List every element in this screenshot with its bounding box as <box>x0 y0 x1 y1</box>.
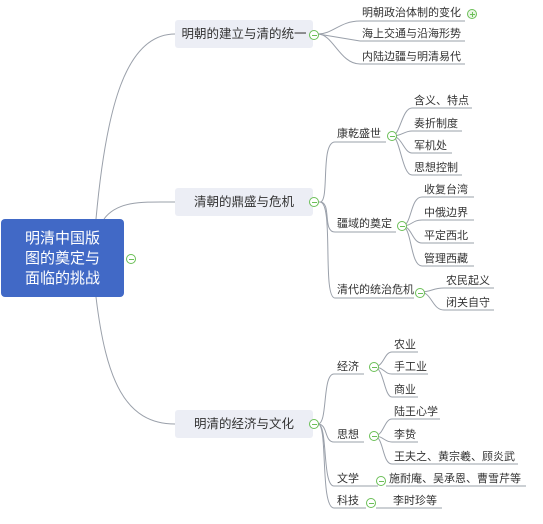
leaf-kangqian-4[interactable]: 思想控制 <box>414 161 458 174</box>
group-economy[interactable]: 经济 <box>337 360 359 373</box>
root-title-line-2: 图的奠定与 <box>24 249 100 267</box>
leaf-territory-2[interactable]: 中俄边界 <box>424 206 468 219</box>
root-topic[interactable]: 明清中国版 图的奠定与 面临的挑战 <box>1 219 124 297</box>
root-collapse-minus-circle-icon[interactable] <box>126 254 136 264</box>
branch-2-collapse-minus-circle-icon[interactable] <box>309 197 319 207</box>
leaf-crisis-1[interactable]: 农民起义 <box>446 274 490 287</box>
branch-1-collapse-minus-circle-icon[interactable] <box>309 30 319 40</box>
group-thought[interactable]: 思想 <box>337 428 359 441</box>
group-thought-minus-circle-icon[interactable] <box>369 431 379 441</box>
leaf-crisis-2[interactable]: 闭关自守 <box>446 296 490 309</box>
group-kangqian[interactable]: 康乾盛世 <box>337 127 381 140</box>
branch-3-collapse-minus-circle-icon[interactable] <box>309 419 319 429</box>
leaf-thought-2[interactable]: 李贽 <box>394 428 416 441</box>
leaf-science-1[interactable]: 李时珍等 <box>393 494 437 507</box>
leaf-maritime[interactable]: 海上交通与沿海形势 <box>362 27 461 40</box>
leaf-literature-1[interactable]: 施耐庵、吴承恩、曹雪芹等 <box>389 472 521 485</box>
leaf-economy-2[interactable]: 手工业 <box>394 360 427 373</box>
group-literature[interactable]: 文学 <box>337 472 359 485</box>
group-economy-minus-circle-icon[interactable] <box>369 362 379 372</box>
branch-economy-culture[interactable]: 明清的经济与文化 <box>175 410 313 438</box>
leaf-thought-1[interactable]: 陆王心学 <box>394 405 438 418</box>
leaf-ming-politics[interactable]: 明朝政治体制的变化 <box>362 6 461 19</box>
leaf-thought-3[interactable]: 王夫之、黄宗羲、顾炎武 <box>394 450 515 463</box>
branch-ming-founding[interactable]: 明朝的建立与清的统一 <box>175 20 313 48</box>
leaf-territory-1[interactable]: 收复台湾 <box>424 183 468 196</box>
root-title-line-1: 明清中国版 <box>24 229 100 247</box>
group-science-minus-circle-icon[interactable] <box>366 498 376 508</box>
leaf-kangqian-1[interactable]: 含义、特点 <box>414 94 469 107</box>
branch-label: 清朝的鼎盛与危机 <box>193 194 294 209</box>
branch-label: 明清的经济与文化 <box>193 416 294 431</box>
branch-label: 明朝的建立与清的统一 <box>181 26 307 41</box>
group-crisis-minus-circle-icon[interactable] <box>415 288 425 298</box>
branch-qing-prosperity[interactable]: 清朝的鼎盛与危机 <box>175 188 313 216</box>
expand-plus-circle-icon[interactable] <box>467 9 477 19</box>
leaf-territory-4[interactable]: 管理西藏 <box>424 252 468 265</box>
leaf-economy-3[interactable]: 商业 <box>394 383 416 396</box>
group-science[interactable]: 科技 <box>337 494 359 507</box>
group-territory-minus-circle-icon[interactable] <box>397 221 407 231</box>
root-title-line-3: 面临的挑战 <box>24 269 100 287</box>
leaf-territory-3[interactable]: 平定西北 <box>424 229 468 242</box>
leaf-frontier[interactable]: 内陆边疆与明清易代 <box>362 50 461 63</box>
group-territory[interactable]: 疆域的奠定 <box>337 217 392 230</box>
leaf-economy-1[interactable]: 农业 <box>394 338 416 351</box>
group-literature-minus-circle-icon[interactable] <box>376 476 386 486</box>
leaf-kangqian-2[interactable]: 奏折制度 <box>414 117 458 130</box>
group-crisis[interactable]: 清代的统治危机 <box>337 283 414 296</box>
group-kangqian-minus-circle-icon[interactable] <box>387 131 397 141</box>
leaf-kangqian-3[interactable]: 军机处 <box>414 139 447 152</box>
